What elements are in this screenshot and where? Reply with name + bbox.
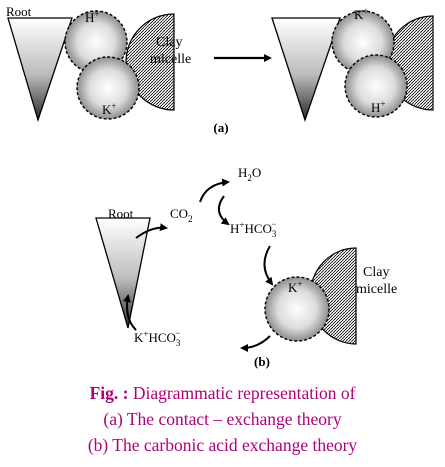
arrow-h2o-to-hhco3: [217, 195, 230, 226]
caption-line-3: (b) The carbonic acid exchange theory: [87, 435, 358, 455]
ion-ball-a-right-bottom: [344, 54, 408, 118]
arrow-khco3-to-root: [122, 294, 137, 331]
root-label-b: Root: [108, 206, 134, 221]
ion-label-a-right-bottom: H+: [371, 99, 385, 115]
caption-line-1: Fig. : Diagrammatic representation of: [0, 382, 445, 404]
panel-a-right: K+ H+: [271, 6, 434, 123]
co2-label: CO2: [170, 206, 193, 224]
ion-ball-b: [264, 276, 330, 342]
panel-label-a: (a): [213, 120, 228, 135]
k-label-b: K+: [288, 279, 302, 295]
ion-label-a-left-bottom: K+: [102, 101, 116, 117]
ion-label-a-left-top: H+: [85, 9, 99, 25]
arrow-ball-to-khco3: [240, 335, 271, 352]
arrow-root-to-co2: [135, 223, 168, 239]
root-a-right: [271, 17, 341, 123]
ion-ball-a-left-bottom: [76, 56, 140, 120]
arrow-hhco3-to-ball: [263, 245, 274, 286]
arrow-co2-to-h2o: [199, 178, 230, 203]
caption-text-1: Diagrammatic representation of: [132, 383, 356, 403]
caption-line-2: (a) The contact – exchange theory: [103, 409, 342, 429]
hhco3-label: H+HCO3−: [230, 219, 277, 239]
khco3-label: K+HCO3−: [134, 328, 181, 348]
fig-label: Fig. :: [89, 383, 129, 403]
h2o-label: H2O: [238, 165, 261, 183]
root-b: [95, 217, 151, 329]
root-a-left: [7, 17, 73, 123]
ion-label-a-right-top: K+: [354, 6, 368, 22]
panel-label-b: (b): [254, 354, 270, 369]
root-label-a: Root: [6, 4, 32, 19]
